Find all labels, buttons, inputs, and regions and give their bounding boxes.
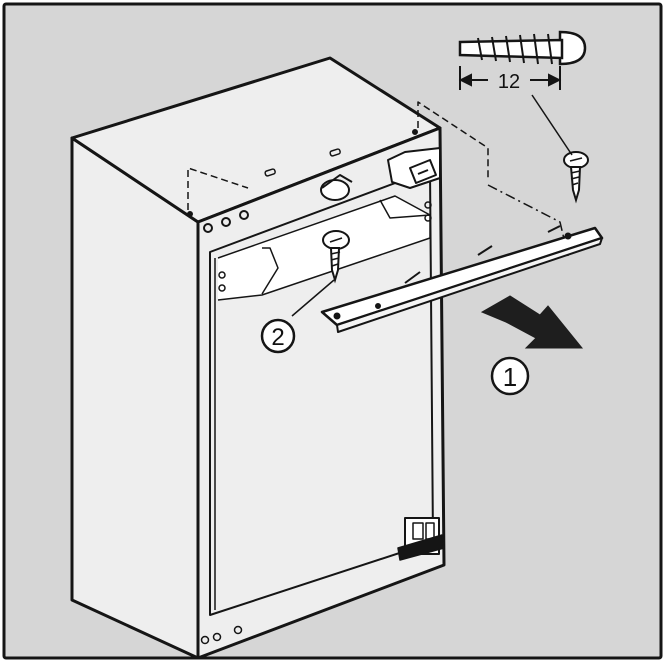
leader-line (291, 279, 335, 317)
screw-icon (322, 230, 350, 284)
step-callout-1 (490, 356, 530, 396)
step-label-2: 2 (271, 324, 284, 351)
dimension-line (458, 66, 562, 90)
mounting-rail (320, 225, 604, 333)
cabinet-side-face (70, 136, 200, 660)
step-label-1: 1 (503, 362, 517, 392)
refrigerator-unit (70, 56, 569, 660)
step-callout-2 (260, 318, 296, 354)
screw-icon (458, 30, 587, 66)
dimension-label: 12 (498, 71, 520, 93)
screw-icon (563, 151, 589, 204)
leader-line (531, 94, 573, 156)
arrow-icon (480, 295, 584, 349)
